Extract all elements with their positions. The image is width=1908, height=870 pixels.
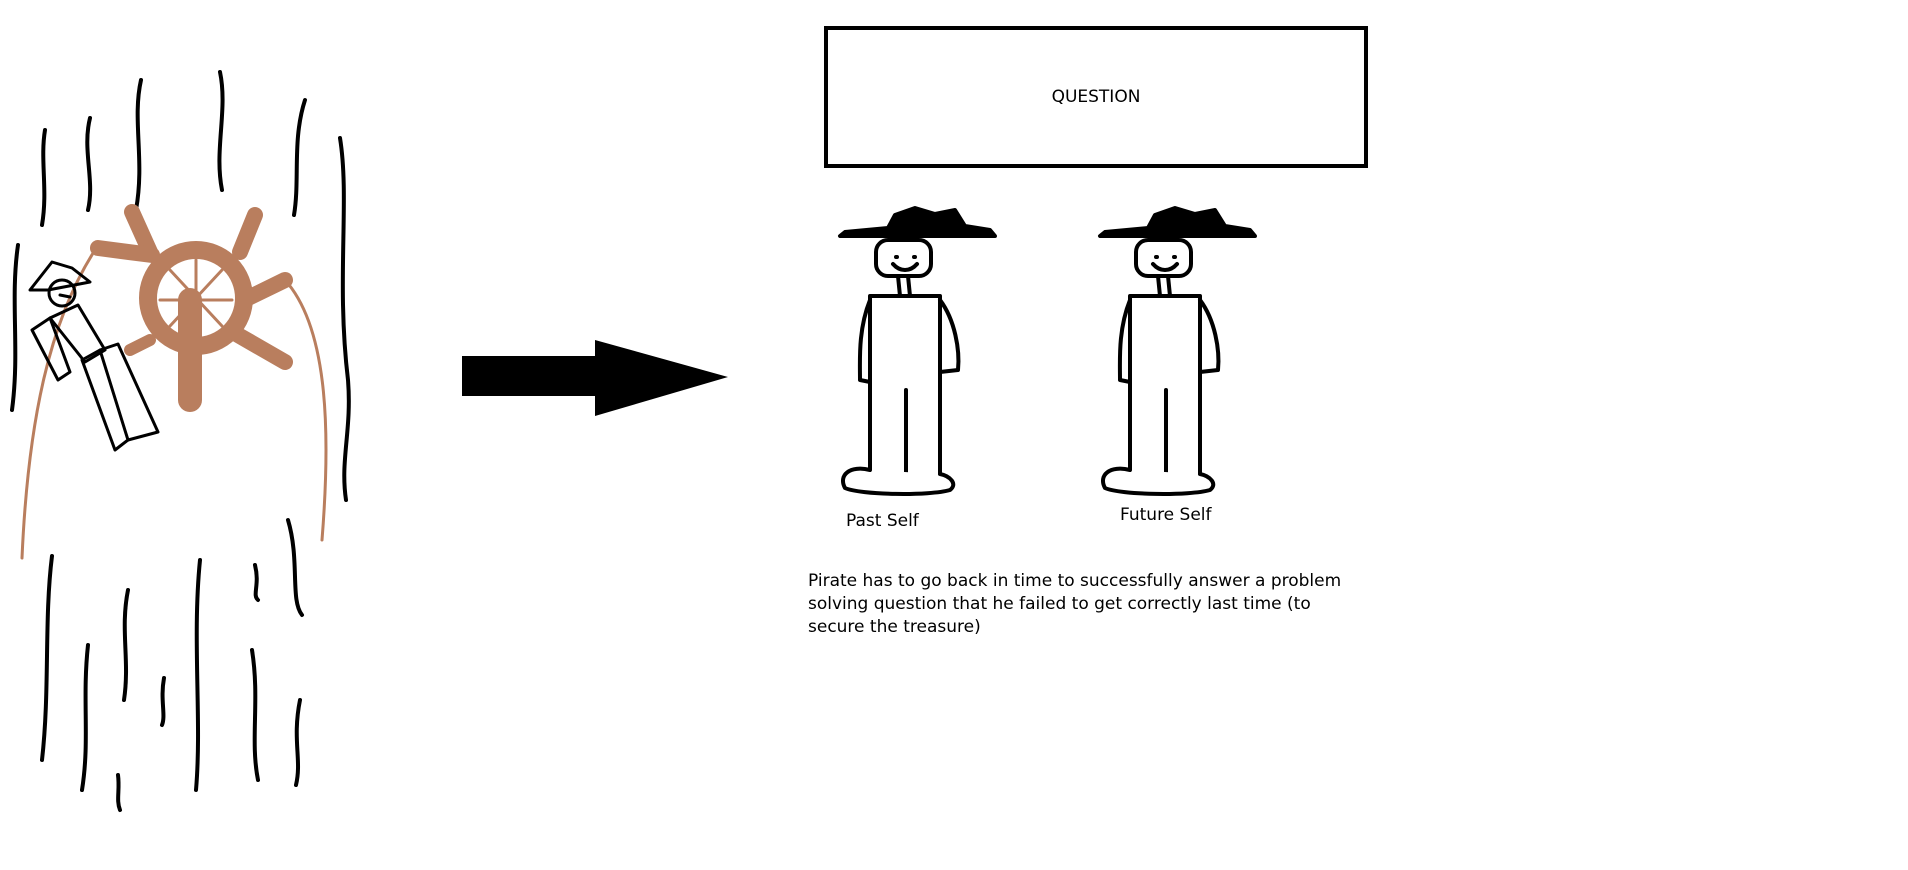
right-arrow-icon: [462, 340, 728, 416]
future-self-label: Future Self: [1120, 505, 1212, 525]
question-label: QUESTION: [1051, 87, 1141, 107]
small-pirate: [28, 260, 160, 452]
ship-wheel: [20, 204, 328, 560]
left-panel-strokes: [10, 70, 351, 812]
question-box: QUESTION: [824, 26, 1368, 168]
caption-text: Pirate has to go back in time to success…: [808, 571, 1342, 637]
past-self-figure: [838, 206, 997, 496]
past-self-label: Past Self: [846, 511, 919, 531]
future-self-figure: [1098, 206, 1257, 496]
